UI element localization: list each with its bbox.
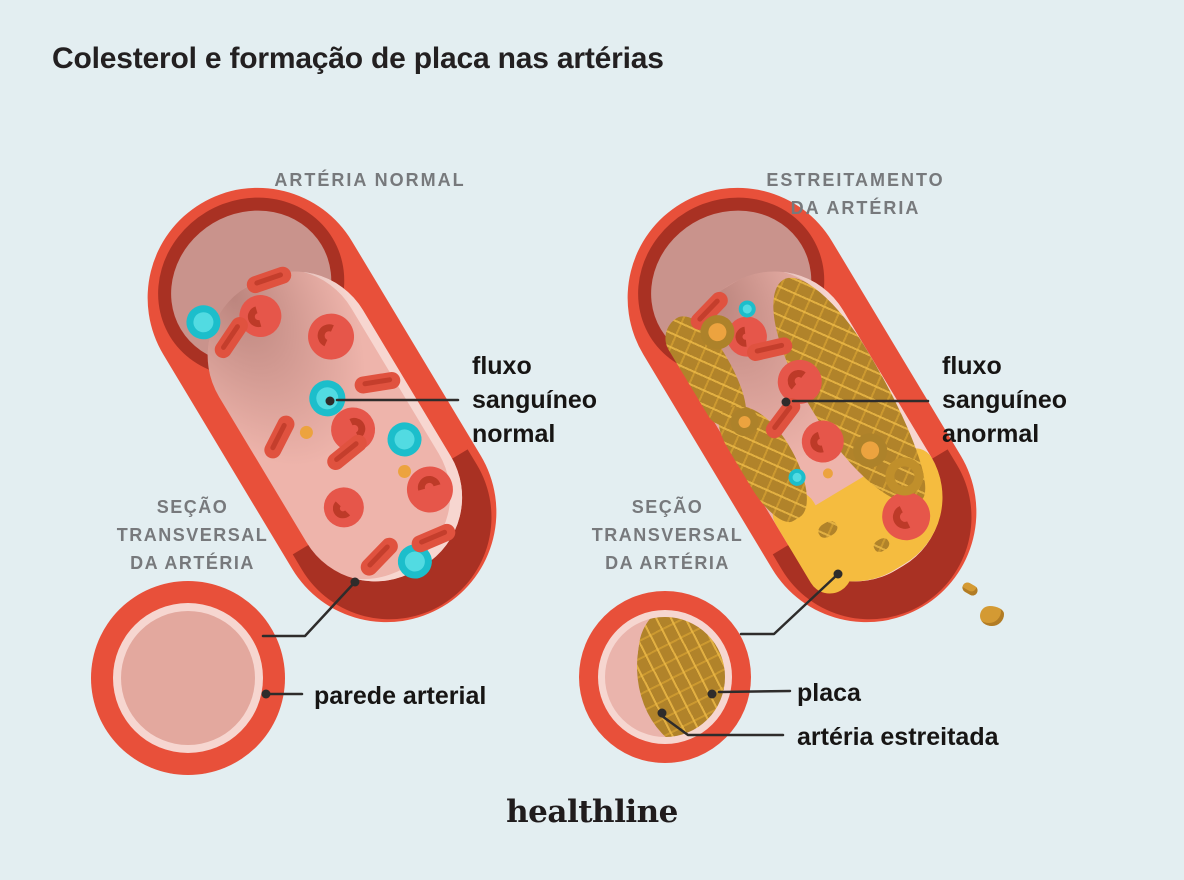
section-line: SEÇÃO	[631, 497, 704, 517]
section-line: SEÇÃO	[156, 497, 229, 517]
label-line: fluxo	[942, 352, 1002, 380]
label-line: normal	[472, 420, 556, 448]
plaque-fragment	[980, 606, 1004, 626]
normal-artery-cross-section	[91, 581, 285, 775]
label-line: fluxo	[472, 352, 532, 380]
header-line: DA ARTÉRIA	[790, 198, 921, 218]
section-line: TRANSVERSAL	[591, 525, 744, 545]
section-label-left: SEÇÃO TRANSVERSAL DA ARTÉRIA	[90, 493, 295, 577]
label-plaque: placa	[797, 679, 861, 707]
label-abnormal-blood-flow: fluxo sanguíneo anormal	[942, 349, 1067, 451]
label-line: sanguíneo	[472, 386, 598, 414]
header-normal-artery: ARTÉRIA NORMAL	[274, 170, 466, 190]
section-line: TRANSVERSAL	[116, 525, 269, 545]
header-narrowed-artery: ESTREITAMENTO DA ARTÉRIA	[738, 166, 973, 222]
healthline-logo: healthline	[506, 794, 678, 830]
narrowed-lumen	[605, 617, 725, 737]
label-line: anormal	[942, 420, 1040, 448]
section-line: DA ARTÉRIA	[130, 553, 255, 573]
section-line: DA ARTÉRIA	[605, 553, 730, 573]
label-normal-blood-flow: fluxo sanguíneo normal	[472, 349, 597, 451]
narrowed-artery-cross-section	[579, 591, 751, 763]
plaque-fragment	[960, 580, 980, 598]
section-label-right: SEÇÃO TRANSVERSAL DA ARTÉRIA	[565, 493, 770, 577]
open-lumen	[121, 611, 255, 745]
plaque-mass	[624, 617, 725, 737]
label-line: sanguíneo	[942, 386, 1068, 414]
header-line: ESTREITAMENTO	[766, 170, 945, 190]
label-narrowed-artery: artéria estreitada	[797, 723, 999, 751]
page-title: Colesterol e formação de placa nas artér…	[52, 42, 664, 75]
label-arterial-wall: parede arterial	[314, 682, 487, 710]
